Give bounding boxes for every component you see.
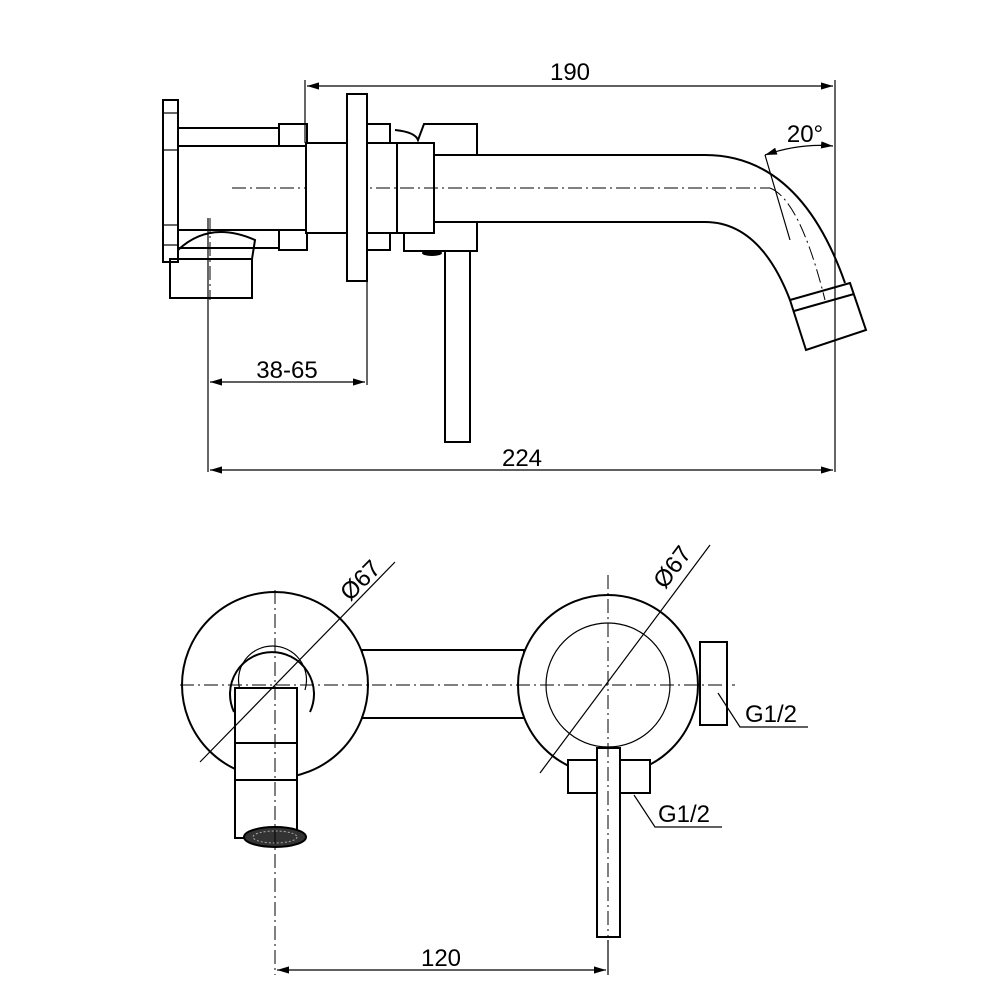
- dim-190: 190: [550, 59, 590, 86]
- side-view: 190 20° 38-65 224: [162, 59, 868, 474]
- wall-flange: [162, 99, 179, 263]
- lever-handle: [444, 250, 471, 443]
- thread-bottom-label: G1/2: [658, 801, 710, 828]
- dim-d67-left: Ø67: [335, 555, 386, 606]
- dim-line-d67-left: [199, 561, 396, 763]
- wall-plate: [346, 93, 368, 282]
- spout-nozzle: [788, 281, 868, 352]
- lower-fitting-arc: [177, 231, 257, 260]
- dim-38-65: 38-65: [256, 357, 317, 384]
- dim-line-d67-right: [539, 544, 711, 774]
- spout-tube-front: [234, 687, 298, 839]
- dim-224: 224: [502, 445, 542, 472]
- thread-side-label: G1/2: [745, 701, 797, 728]
- spout-lower: [434, 221, 791, 301]
- dim-20deg: 20°: [787, 121, 823, 148]
- spout-loop-outer: [229, 651, 315, 713]
- upper-rod: [177, 127, 280, 147]
- valve-body: [305, 142, 349, 234]
- dim-120: 120: [421, 945, 461, 972]
- front-view: Ø67 Ø67 G1/2 G1/2 120: [180, 541, 808, 975]
- spout-centerline: [769, 187, 826, 301]
- lower-fitting: [169, 258, 253, 299]
- spout-upper: [434, 154, 846, 284]
- connector-tube: [361, 649, 525, 719]
- dim-d67-right: Ø67: [648, 541, 697, 593]
